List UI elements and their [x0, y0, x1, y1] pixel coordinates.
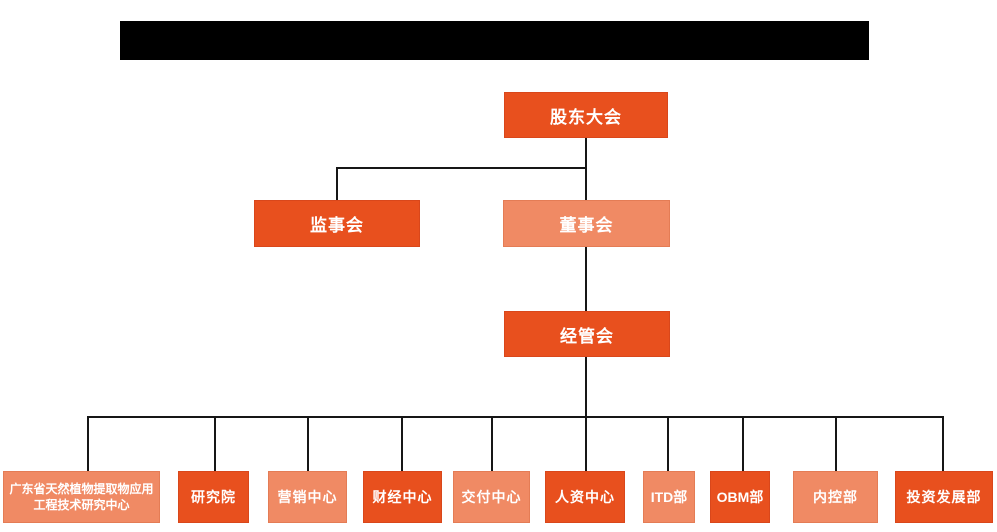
connector-level2-horizontal [336, 167, 587, 169]
node-label: 交付中心 [461, 489, 522, 505]
node-label: 董事会 [559, 216, 614, 235]
connector-dept-drop [401, 416, 403, 471]
node-dept-obm: OBM部 [710, 471, 770, 523]
node-dept-internal-control: 内控部 [793, 471, 878, 523]
connector-dept-drop [585, 416, 587, 471]
connector-mgmt-down [585, 357, 587, 417]
node-label: 投资发展部 [906, 489, 982, 505]
connector-dept-drop [835, 416, 837, 471]
node-label: 经管会 [560, 326, 614, 346]
connector-departments-bus [87, 416, 944, 418]
connector-dept-drop [942, 416, 944, 471]
node-label: 内控部 [813, 489, 858, 505]
connector-supervisory-drop [336, 167, 338, 200]
connector-dept-drop [87, 416, 89, 471]
node-dept-itd: ITD部 [643, 471, 695, 523]
node-label: 人资中心 [555, 489, 615, 505]
node-management-committee: 经管会 [504, 311, 670, 357]
node-dept-hr-center: 人资中心 [545, 471, 625, 523]
node-label: 财经中心 [372, 489, 433, 505]
node-dept-delivery-center: 交付中心 [453, 471, 530, 523]
connector-dept-drop [491, 416, 493, 471]
redacted-title-bar [120, 21, 869, 60]
node-label: 股东大会 [550, 107, 622, 127]
connector-dept-drop [667, 416, 669, 471]
node-dept-marketing-center: 营销中心 [268, 471, 347, 523]
node-label: OBM部 [716, 489, 764, 505]
node-dept-finance-center: 财经中心 [363, 471, 442, 523]
node-shareholders-meeting: 股东大会 [504, 92, 668, 138]
node-label: ITD部 [650, 489, 688, 505]
node-board-of-directors: 董事会 [503, 200, 670, 247]
connector-dept-drop [214, 416, 216, 471]
connector-dept-drop [742, 416, 744, 471]
node-supervisory-board: 监事会 [254, 200, 420, 247]
connector-dept-drop [307, 416, 309, 471]
node-label: 监事会 [310, 216, 364, 235]
connector-board-to-mgmt [585, 247, 587, 311]
node-label: 广东省天然植物提取物应用工程技术研究中心 [9, 481, 154, 512]
node-dept-investment-development: 投资发展部 [895, 471, 993, 523]
node-dept-research-institute: 研究院 [178, 471, 249, 523]
node-label: 研究院 [191, 489, 236, 505]
connector-root-down [585, 138, 587, 200]
node-label: 营销中心 [277, 489, 338, 505]
node-dept-research-center: 广东省天然植物提取物应用工程技术研究中心 [3, 471, 160, 523]
